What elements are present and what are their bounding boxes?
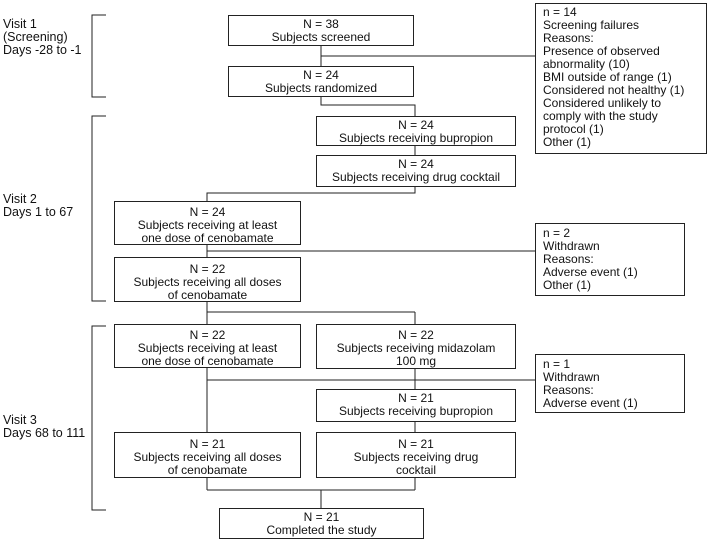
exclusion-line: abnormality (10) <box>543 57 630 71</box>
visit1-label: Visit 1 (Screening) Days -28 to -1 <box>3 18 82 57</box>
box-label: Subjects receiving at least <box>137 341 278 355</box>
box-label: Subjects receiving all doses <box>133 275 282 289</box>
box-label: Subjects receiving drug <box>353 450 479 464</box>
box-v3-withdrawn: n = 1 Withdrawn Reasons: Adverse event (… <box>535 354 685 413</box>
exclusion-line: Other (1) <box>543 135 592 149</box>
exclusion-line: Screening failures <box>543 18 640 32</box>
visit-label-line: Days -28 to -1 <box>3 43 82 57</box>
exclusion-line: Adverse event (1) <box>543 396 638 410</box>
connector <box>320 97 416 116</box>
box-label: one dose of cenobamate <box>141 354 274 368</box>
visit-label-line: Visit 3 <box>3 413 37 427</box>
box-count: N = 21 <box>189 437 226 451</box>
box-v2-cenobamate-at-least-one: N = 24 Subjects receiving at least one d… <box>114 201 301 245</box>
box-screening-failures: n = 14 Screening failures Reasons: Prese… <box>535 3 707 154</box>
visit1-bracket <box>91 14 106 98</box>
connector <box>206 187 416 201</box>
box-count: N = 21 <box>303 510 340 524</box>
exclusion-line: Considered unlikely to <box>543 96 662 110</box>
box-count: N = 22 <box>398 328 434 342</box>
exclusion-line: Adverse event (1) <box>543 265 638 279</box>
box-subjects-screened: N = 38 Subjects screened <box>228 15 414 46</box>
exclusion-line: Presence of observed <box>543 44 660 58</box>
visit-label-line: Days 1 to 67 <box>3 205 74 219</box>
visit3-bracket <box>91 325 106 511</box>
exclusion-line: comply with the study <box>543 109 658 123</box>
exclusion-line: protocol (1) <box>543 122 604 136</box>
box-v2-withdrawn: n = 2 Withdrawn Reasons: Adverse event (… <box>535 223 685 296</box>
visit2-bracket <box>91 115 106 302</box>
visit2-label: Visit 2 Days 1 to 67 <box>3 193 73 219</box>
box-count: N = 21 <box>398 391 434 405</box>
exclusion-line: n = 1 <box>543 357 571 371</box>
exclusion-line: Reasons: <box>543 31 594 45</box>
exclusion-line: Reasons: <box>543 252 594 266</box>
box-label: Subjects randomized <box>264 81 378 95</box>
box-label: Subjects receiving midazolam <box>336 341 496 355</box>
box-v3-bupropion: N = 21 Subjects receiving bupropion <box>316 389 516 422</box>
box-label: Subjects screened <box>271 30 371 44</box>
box-label: cocktail <box>395 463 436 477</box>
box-v3-drug-cocktail: N = 21 Subjects receiving drug cocktail <box>316 432 516 478</box>
box-count: N = 22 <box>189 262 226 276</box>
box-count: N = 24 <box>398 157 434 171</box>
visit-label-line: Visit 1 <box>3 17 37 31</box>
box-label: Subjects receiving all doses <box>133 450 282 464</box>
box-v2-cenobamate-all-doses: N = 22 Subjects receiving all doses of c… <box>114 257 301 302</box>
box-v3-cenobamate-at-least-one: N = 22 Subjects receiving at least one d… <box>114 324 301 368</box>
box-label: Subjects receiving bupropion <box>338 131 494 145</box>
box-label: 100 mg <box>395 354 437 368</box>
exclusion-line: Reasons: <box>543 383 594 397</box>
box-v3-cenobamate-all-doses: N = 21 Subjects receiving all doses of c… <box>114 432 301 478</box>
box-label: one dose of cenobamate <box>141 231 274 245</box>
box-label: of cenobamate <box>167 288 248 302</box>
visit-label-line: Days 68 to 111 <box>3 426 86 440</box>
exclusion-line: Considered not healthy (1) <box>543 83 685 97</box>
box-v2-drug-cocktail: N = 24 Subjects receiving drug cocktail <box>316 155 516 187</box>
visit-label-line: Visit 2 <box>3 192 37 206</box>
exclusion-line: BMI outside of range (1) <box>543 70 672 84</box>
box-completed-study: N = 21 Completed the study <box>219 508 424 539</box>
visit-label-line: (Screening) <box>3 30 68 44</box>
box-count: N = 21 <box>398 437 434 451</box>
visit3-label: Visit 3 Days 68 to 111 <box>3 414 85 440</box>
exclusion-line: Withdrawn <box>543 370 600 384</box>
box-label: Completed the study <box>266 523 377 537</box>
box-label: Subjects receiving at least <box>137 218 278 232</box>
box-v2-bupropion: N = 24 Subjects receiving bupropion <box>316 116 516 146</box>
box-subjects-randomized: N = 24 Subjects randomized <box>228 66 414 97</box>
box-label: Subjects receiving drug cocktail <box>331 170 501 184</box>
box-v3-midazolam: N = 22 Subjects receiving midazolam 100 … <box>316 324 516 369</box>
box-label: of cenobamate <box>167 463 248 477</box>
box-count: N = 22 <box>189 328 226 342</box>
box-count: N = 24 <box>303 68 339 82</box>
box-count: N = 24 <box>398 118 434 132</box>
exclusion-line: n = 14 <box>543 5 577 19</box>
exclusion-line: Other (1) <box>543 278 592 292</box>
exclusion-line: Withdrawn <box>543 239 600 253</box>
box-label: Subjects receiving bupropion <box>338 404 494 418</box>
exclusion-line: n = 2 <box>543 226 571 240</box>
box-count: N = 24 <box>189 205 226 219</box>
box-count: N = 38 <box>303 17 339 31</box>
